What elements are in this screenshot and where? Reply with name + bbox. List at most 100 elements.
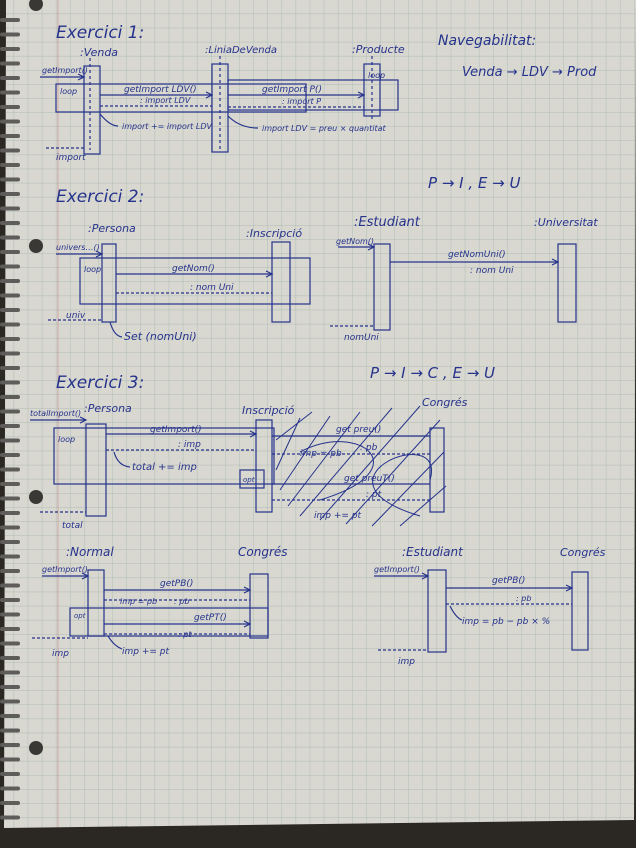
spiral-loop [0,540,20,544]
ex1-title: Exercici 1: [56,23,144,43]
ex1-msg-getimportp: getImport P() [262,85,322,95]
ex3-navegabilitat: P → I → C , E → U [370,364,495,382]
spiral-loop [0,76,20,80]
spiral-loop [0,670,20,675]
spiral-loop [0,148,20,153]
spiral-loop [0,395,20,399]
ex1-msg-getimport: getImport() [42,66,88,75]
estudiant-msg-in: getImport() [374,565,420,574]
ex1-note-ldv: import LDV = preu × quantitat [262,124,387,133]
ex3-msg-totalimport: totalImport() [30,409,81,418]
spiral-loop [0,685,20,689]
spiral-loop [0,801,20,805]
ex2-arrowhead-getnom [265,270,274,278]
normal-lifeline-congres: Congrés [238,545,288,559]
ex1-arrowhead-ldv [205,91,214,99]
spiral-loop [0,757,20,762]
spiral-loop [0,583,20,588]
estudiant-msg-getpb: getPB() [492,576,525,586]
ex2-universitat-activation [557,243,577,323]
ex2-msg-univ: univers…() [56,243,100,252]
ex3-crossed-imp-pt: imp += pt [314,511,361,521]
ex1-navegabilitat-label: Navegabilitat: [438,33,536,49]
ex1-loop-label-2: loop [368,71,385,80]
ex1-producte-activation [363,63,381,117]
ex2-lifeline-persona: :Persona [88,222,136,235]
ex1-ret-importp: : import P [282,97,321,106]
estudiant-congres-activation [571,571,589,651]
ex2-lifeline-universitat: :Universitat [534,216,598,229]
ex1-arrowhead-in [77,73,86,81]
estudiant-lifeline-congres: Congrés [560,546,606,559]
punch-holes [29,0,43,755]
ex2-lifeline-inscripcio: :Inscripció [246,227,302,240]
spiral-loop [0,815,20,820]
spiral-loop [0,235,20,240]
ex1-lifeline-producte: :Producte [352,43,405,56]
spiral-loop [0,627,20,631]
spiral-loop [0,743,20,747]
normal-diagram: :Normal Congrés getImport() getPB() imp … [32,545,288,659]
ex3-note-arrow [113,451,131,468]
spiral-loop [0,511,20,515]
ex3-scribble [275,405,447,527]
ex3-inscripcio-activation [255,419,273,513]
normal-opt-label: opt [74,612,86,620]
spiral-loop [0,279,20,283]
ex3-crossed-pt: : pt [366,490,382,500]
ex3-persona-activation [85,423,107,517]
ex1-msg-getimportldv: getImport LDV() [124,85,197,95]
ex2-arrowhead-getnomuni [551,258,560,266]
ex2-loop-frame [79,257,311,305]
spiral-loop [0,221,20,225]
ex1-lifeline-venda: :Venda [80,46,118,59]
normal-arrowhead-in [81,572,90,580]
spiral-loop [0,250,20,254]
ex3-loop-label: loop [58,435,75,444]
estudiant-note: imp = pb − pb × % [462,617,550,627]
ex2-navegabilitat: P → I , E → U [428,174,520,192]
estudiant-arrowhead-getpb [565,584,574,592]
ex3-opt-label: opt [243,476,255,484]
spiral-loop [0,366,20,370]
ex3-crossed-getpreu: get preu() [336,425,381,435]
ex3-ret-total: total [62,521,83,531]
normal-note-pb: imp = pb [120,597,157,606]
ex2-arrowhead-in-2 [367,243,376,251]
spiral-loop [0,467,20,472]
ex1-note-sum: import += import LDV [122,122,212,131]
spiral-loop [0,163,20,167]
ex1-loop-frame [55,83,307,113]
ex2-msg-getnom2: getNom() [336,237,374,246]
spiral-loop [0,409,20,414]
normal-lifeline-normal: :Normal [66,545,114,559]
estudiant-estudiant-activation [427,569,447,653]
spiral-loop [0,380,20,385]
normal-congres-activation [249,573,269,639]
spiral-loop [0,47,20,51]
spiral-loop [0,554,20,559]
ex2-lifeline-estudiant: :Estudiant [354,215,421,230]
spiral-loop [0,569,20,573]
normal-ret-imp: imp [52,649,69,659]
normal-arrowhead-getpt [243,620,252,628]
spiral-loop [0,264,20,269]
normal-msg-getpb: getPB() [160,579,193,589]
spiral-loop [0,177,20,182]
spiral-loop [0,90,20,95]
ex2-msg-getnomuni: getNomUni() [448,250,506,260]
ex1-note-arrow [99,113,119,127]
spiral-loop [0,105,20,109]
page-bottom-shadow [4,820,634,848]
spiral-loop [0,772,20,776]
ex2-set-arrow [109,321,123,338]
spiral-loop [0,351,20,356]
normal-ret-pb: : pb [174,597,189,606]
ex2-title: Exercici 2: [56,187,144,207]
spiral-loop [0,699,20,704]
spiral-loop [0,134,20,138]
normal-opt-frame [69,607,269,637]
estudiant-lifeline-estudiant: :Estudiant [402,545,464,559]
ex3-arrowhead-getimport [249,430,258,438]
